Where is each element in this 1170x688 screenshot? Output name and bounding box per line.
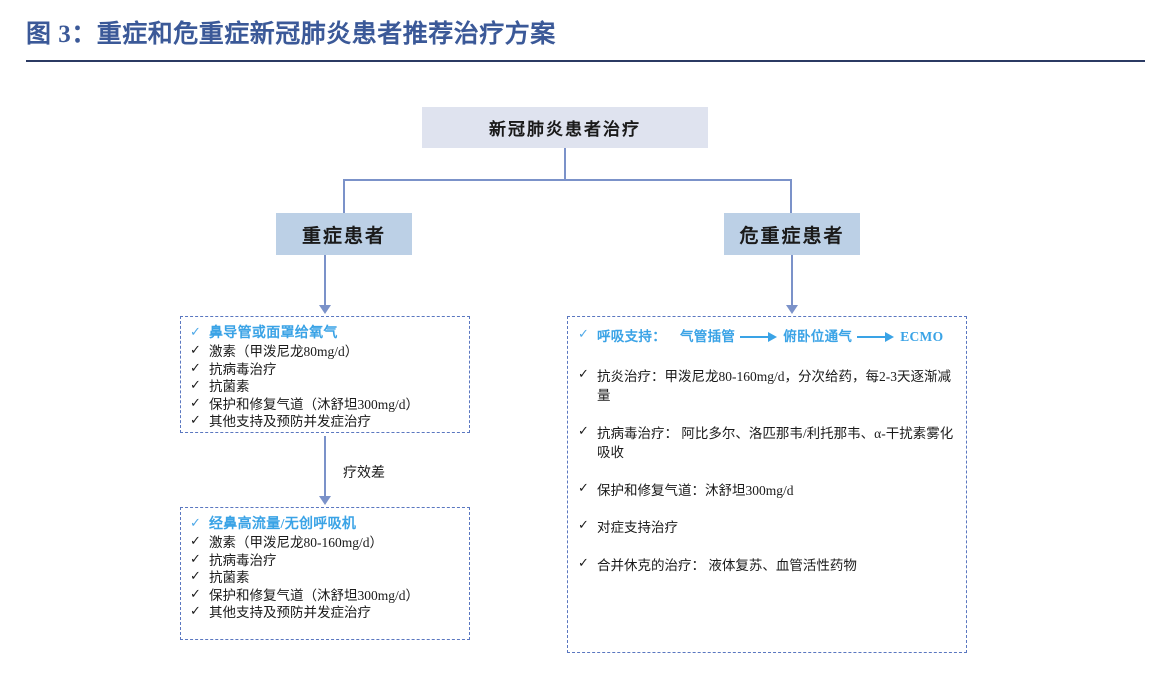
list-item-label: 抗菌素 <box>209 379 250 395</box>
list-item: ✓ 抗病毒治疗 <box>190 361 460 379</box>
list-item-label: 其他支持及预防并发症治疗 <box>209 414 371 430</box>
list-item: ✓ 抗病毒治疗 <box>190 552 460 570</box>
check-icon: ✓ <box>190 343 201 359</box>
list-item: ✓ 经鼻高流量/无创呼吸机 <box>190 516 460 534</box>
check-icon: ✓ <box>190 604 201 620</box>
figure-header: 图 3：重症和危重症新冠肺炎患者推荐治疗方案 <box>0 0 1170 66</box>
list-item: ✓ 保护和修复气道：沐舒坦300mg/d <box>578 481 954 501</box>
chain-step-intubation: 气管插管 <box>680 329 736 344</box>
check-icon: ✓ <box>190 516 201 531</box>
check-icon: ✓ <box>190 586 201 602</box>
arrow-critical-to-panel-head <box>786 305 798 314</box>
chain-step-prone-ventilation: 俯卧位通气 <box>783 329 853 344</box>
chain-step-ecmo: ECMO <box>900 329 944 344</box>
flowchart-canvas: 新冠肺炎患者治疗 重症患者 危重症患者 ✓ 鼻导管或面罩给氧气 ✓ 激素（甲泼尼… <box>0 66 1170 688</box>
list-item: ✓ 其他支持及预防并发症治疗 <box>190 413 460 431</box>
list-item: ✓ 保护和修复气道（沐舒坦300mg/d） <box>190 587 460 605</box>
connector-split-horizontal <box>343 179 792 181</box>
check-icon: ✓ <box>578 555 589 571</box>
check-icon: ✓ <box>190 360 201 376</box>
list-item: ✓ 合并休克的治疗： 液体复苏、血管活性药物 <box>578 556 954 576</box>
list-item: ✓ 抗菌素 <box>190 569 460 587</box>
check-icon: ✓ <box>190 551 201 567</box>
list-item-label: 对症支持治疗 <box>597 520 678 536</box>
list-item: ✓ 激素（甲泼尼龙80-160mg/d） <box>190 534 460 552</box>
list-item-label: 其他支持及预防并发症治疗 <box>209 605 371 621</box>
list-item-label: 抗炎治疗：甲泼尼龙80-160mg/d，分次给药，每2-3天逐渐减量 <box>597 368 951 404</box>
list-item-label: 保护和修复气道（沐舒坦300mg/d） <box>209 396 420 412</box>
respiratory-support-label: 呼吸支持： <box>597 329 666 344</box>
list-item: ✓ 保护和修复气道（沐舒坦300mg/d） <box>190 396 460 414</box>
respiratory-support-chain: 呼吸支持： 气管插管 俯卧位通气 ECMO <box>597 327 943 347</box>
list-item-label: 激素（甲泼尼龙80-160mg/d） <box>209 535 383 551</box>
check-icon: ✓ <box>190 325 201 340</box>
check-icon: ✓ <box>190 413 201 429</box>
list-item-label: 鼻导管或面罩给氧气 <box>209 326 338 341</box>
panel-critical-treatment: ✓ 呼吸支持： 气管插管 俯卧位通气 ECMO ✓ 抗炎治疗：甲泼尼龙80-16… <box>567 316 967 653</box>
list-item: ✓ 鼻导管或面罩给氧气 <box>190 325 460 343</box>
arrow-critical-to-panel-line <box>791 255 793 307</box>
list-item: ✓ 对症支持治疗 <box>578 518 954 538</box>
list-item-label: 经鼻高流量/无创呼吸机 <box>209 517 357 532</box>
arrow-poor-effect-head <box>319 496 331 505</box>
list-item-label: 合并休克的治疗： 液体复苏、血管活性药物 <box>597 557 857 573</box>
list-item: ✓ 抗菌素 <box>190 378 460 396</box>
check-icon: ✓ <box>578 423 589 439</box>
arrow-severe-to-panel-line <box>324 255 326 307</box>
check-icon: ✓ <box>578 366 589 382</box>
list-item-label: 抗病毒治疗： 阿比多尔、洛匹那韦/利托那韦、α-干扰素雾化吸收 <box>597 425 954 461</box>
list-item: ✓ 抗病毒治疗： 阿比多尔、洛匹那韦/利托那韦、α-干扰素雾化吸收 <box>578 424 954 463</box>
list-item-label: 保护和修复气道：沐舒坦300mg/d <box>597 482 794 498</box>
title-divider <box>26 60 1145 62</box>
check-icon: ✓ <box>190 569 201 585</box>
check-icon: ✓ <box>578 327 589 342</box>
edge-label-poor-effect: 疗效差 <box>343 466 385 481</box>
list-item-respiratory-support: ✓ 呼吸支持： 气管插管 俯卧位通气 ECMO <box>578 327 954 347</box>
check-icon: ✓ <box>190 395 201 411</box>
list-item: ✓ 激素（甲泼尼龙80mg/d） <box>190 343 460 361</box>
connector-to-severe <box>343 179 345 214</box>
list-item-label: 抗菌素 <box>209 570 250 586</box>
arrow-right-icon <box>857 331 895 343</box>
page-title: 图 3：重症和危重症新冠肺炎患者推荐治疗方案 <box>26 21 556 48</box>
check-icon: ✓ <box>578 480 589 496</box>
check-icon: ✓ <box>190 378 201 394</box>
arrow-poor-effect-line <box>324 436 326 498</box>
check-icon: ✓ <box>578 518 589 534</box>
check-icon: ✓ <box>190 534 201 550</box>
node-root-treatment[interactable]: 新冠肺炎患者治疗 <box>422 107 708 148</box>
list-item-label: 抗病毒治疗 <box>209 552 277 568</box>
node-severe-patient[interactable]: 重症患者 <box>276 213 412 255</box>
list-item-label: 激素（甲泼尼龙80mg/d） <box>209 344 359 360</box>
list-item-label: 保护和修复气道（沐舒坦300mg/d） <box>209 587 420 603</box>
node-critical-patient[interactable]: 危重症患者 <box>724 213 860 255</box>
connector-to-critical <box>790 179 792 214</box>
list-item-label: 抗病毒治疗 <box>209 361 277 377</box>
arrow-severe-to-panel-head <box>319 305 331 314</box>
connector-root-stem <box>564 148 566 180</box>
panel-severe-initial-treatment: ✓ 鼻导管或面罩给氧气 ✓ 激素（甲泼尼龙80mg/d） ✓ 抗病毒治疗 ✓ 抗… <box>180 316 470 433</box>
arrow-right-icon <box>740 331 778 343</box>
list-item: ✓ 其他支持及预防并发症治疗 <box>190 604 460 622</box>
list-item: ✓ 抗炎治疗：甲泼尼龙80-160mg/d，分次给药，每2-3天逐渐减量 <box>578 367 954 406</box>
panel-severe-escalated-treatment: ✓ 经鼻高流量/无创呼吸机 ✓ 激素（甲泼尼龙80-160mg/d） ✓ 抗病毒… <box>180 507 470 640</box>
